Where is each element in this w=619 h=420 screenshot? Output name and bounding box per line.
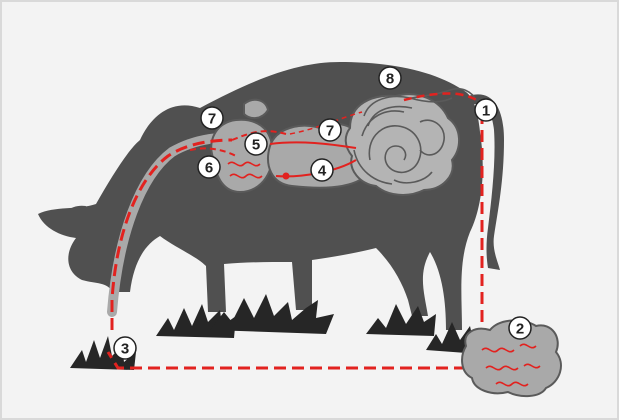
stage-marker-8: 8 [379,67,401,89]
stage-number: 1 [482,103,490,120]
grass-tuft-middle [210,294,334,334]
stage-number: 8 [386,71,394,88]
stage-number: 6 [205,160,213,177]
stage-number: 2 [516,321,524,338]
stage-number: 4 [318,163,327,180]
stage-number: 5 [252,137,260,154]
stage-marker-2: 2 [509,317,531,339]
stage-number: 3 [121,341,129,358]
pathway-return [108,352,466,368]
pathway-junction [283,173,290,180]
stage-number: 7 [326,123,334,140]
rumen-organ [244,100,268,118]
stage-marker-7-left: 7 [201,107,223,129]
stage-marker-4: 4 [311,159,333,181]
stage-number: 7 [208,111,216,128]
stage-marker-6: 6 [198,156,220,178]
stage-marker-7-right: 7 [319,119,341,141]
stage-marker-3: 3 [114,337,136,359]
stage-marker-5: 5 [245,133,267,155]
stage-marker-1: 1 [475,99,497,121]
